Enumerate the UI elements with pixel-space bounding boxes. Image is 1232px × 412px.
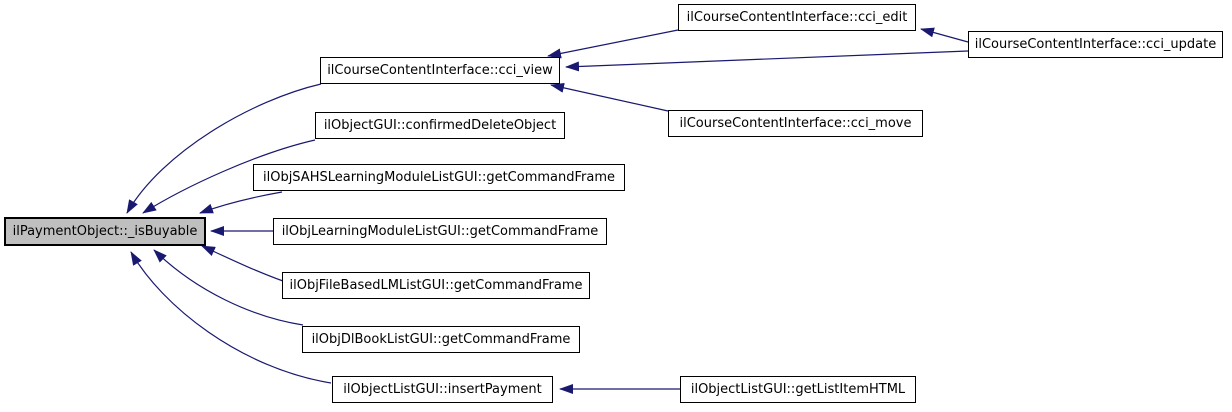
node-ilobjlearningmodulelistgui-getcommandframe[interactable]: ilObjLearningModuleListGUI::getCommandFr… [273,218,607,245]
node-ilobjsahslearningmodulelistgui-getcommandframe[interactable]: ilObjSAHSLearningModuleListGUI::getComma… [253,164,625,191]
node-ilcoursecontentinterface-cci-move[interactable]: ilCourseContentInterface::cci_move [668,110,923,137]
node-ilobjectgui-confirmeddeleteobject[interactable]: ilObjectGUI::confirmedDeleteObject [315,112,565,139]
node-ilcoursecontentinterface-cci-update[interactable]: ilCourseContentInterface::cci_update [968,31,1223,58]
edge-cci_move-to-cci_view [550,82,669,112]
node-ilobjdlbooklistgui-getcommandframe[interactable]: ilObjDlBookListGUI::getCommandFrame [302,326,580,353]
node-ilobjfilebasedlmlistgui-getcommandframe[interactable]: ilObjFileBasedLMListGUI::getCommandFrame [282,272,590,299]
node-ilpaymentobject-isbuyable: ilPaymentObject::_isBuyable [4,217,206,246]
edge-sahsGetCmdFrame-to-isBuyable [199,191,283,214]
edge-cci_edit-to-cci_view [547,29,679,59]
edge-cci_update-to-cci_view [565,50,969,72]
node-ilcoursecontentinterface-cci-edit[interactable]: ilCourseContentInterface::cci_edit [678,4,916,31]
edge-dlbookGetCmdFrame-to-isBuyable [153,249,304,326]
node-ilobjectlistgui-insertpayment[interactable]: ilObjectListGUI::insertPayment [332,376,553,403]
node-ilcoursecontentinterface-cci-view[interactable]: ilCourseContentInterface::cci_view [320,57,560,84]
edge-insertPayment-to-isBuyable [130,251,332,384]
edge-cci_update-to-cci_edit [920,27,969,43]
edge-fbGetCmdFrame-to-isBuyable [201,245,284,282]
edge-confirmedDelete-to-isBuyable [142,139,316,214]
edge-cci_view-to-isBuyable [126,83,322,214]
node-ilobjectlistgui-getlistitemhtml[interactable]: ilObjectListGUI::getListItemHTML [680,376,916,403]
